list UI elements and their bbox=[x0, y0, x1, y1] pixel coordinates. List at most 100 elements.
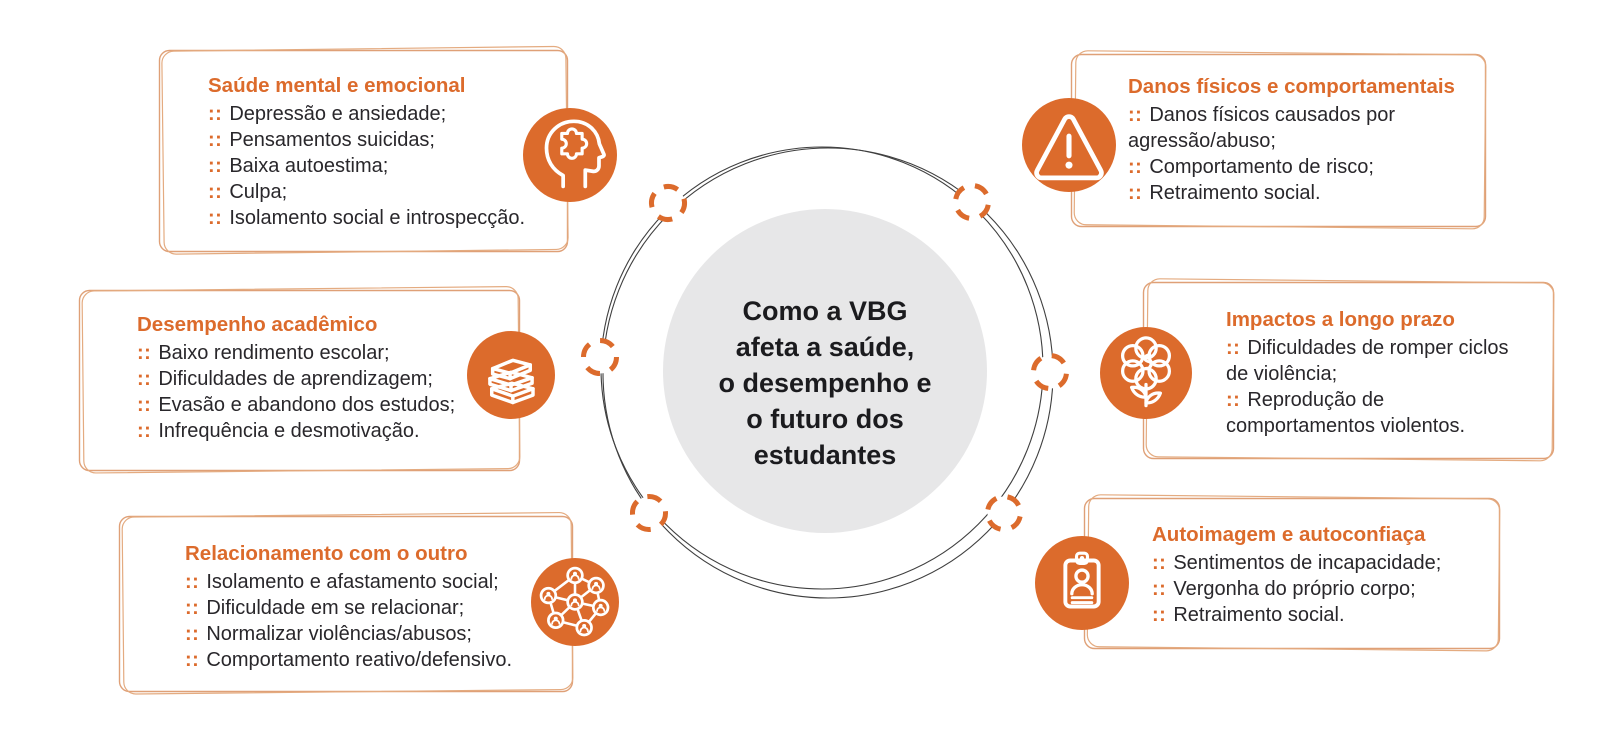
card-desempenho-academico: Desempenho acadêmico ::Baixo rendimento … bbox=[78, 286, 522, 474]
sketch-border bbox=[1142, 278, 1555, 462]
list-item-text: Infrequência e desmotivação. bbox=[158, 420, 420, 442]
center-title-line: estudantes bbox=[753, 440, 897, 470]
list-item-text: Retraimento social. bbox=[1149, 182, 1321, 204]
list-item: ::Infrequência e desmotivação. bbox=[137, 418, 514, 444]
card-title: Autoimagem e autoconfiaça bbox=[1152, 523, 1426, 546]
orbit-node-top-right bbox=[953, 183, 991, 221]
list-item-text: Normalizar violências/abusos; bbox=[206, 623, 472, 645]
list-item: ::Comportamento reativo/defensivo. bbox=[185, 647, 567, 673]
bullet: :: bbox=[185, 649, 200, 671]
list-item-text: Sentimentos de incapacidade; bbox=[1173, 552, 1442, 574]
list-item-text: Dificuldades de aprendizagem; bbox=[158, 368, 433, 390]
bullet: :: bbox=[185, 597, 200, 619]
bullet: :: bbox=[137, 420, 152, 442]
list-item-text: de violência; bbox=[1226, 363, 1338, 385]
list-item-text: Baixo rendimento escolar; bbox=[158, 342, 390, 364]
list-item-text: Culpa; bbox=[229, 181, 288, 203]
list-item: ::Vergonha do próprio corpo; bbox=[1152, 576, 1494, 602]
list-item-text: Depressão e ansiedade; bbox=[229, 103, 447, 125]
list-item-text: agressão/abuso; bbox=[1128, 130, 1276, 152]
list-item: ::Dificuldades de romper ciclos bbox=[1226, 335, 1548, 361]
list-item: ::Evasão e abandono dos estudos; bbox=[137, 392, 514, 418]
list-item-text: Baixa autoestima; bbox=[229, 155, 389, 177]
orbit-node-top-left bbox=[649, 184, 687, 222]
list-item: ::Dificuldades de aprendizagem; bbox=[137, 366, 514, 392]
center-title-line: Como a VBG bbox=[742, 296, 908, 326]
list-item: ::Comportamento de risco; bbox=[1128, 154, 1480, 180]
list-item: ::Retraimento social. bbox=[1152, 602, 1494, 628]
list-item-continuation: comportamentos violentos. bbox=[1226, 413, 1548, 439]
list-item-continuation: de violência; bbox=[1226, 361, 1548, 387]
list-item-text: Pensamentos suicidas; bbox=[229, 129, 435, 151]
list-item-text: Reprodução de bbox=[1247, 389, 1385, 411]
list-item-text: Danos físicos causados por bbox=[1149, 104, 1396, 126]
list-item: ::Depressão e ansiedade; bbox=[208, 101, 562, 127]
card-saude-mental: Saúde mental e emocional ::Depressão e a… bbox=[158, 45, 570, 255]
list-item: ::Reprodução de bbox=[1226, 387, 1548, 413]
bullet: :: bbox=[1128, 182, 1143, 204]
list-item-text: Vergonha do próprio corpo; bbox=[1173, 578, 1416, 600]
card-title: Impactos a longo prazo bbox=[1226, 308, 1455, 331]
bullet: :: bbox=[1152, 604, 1167, 626]
bullet: :: bbox=[185, 571, 200, 593]
center-title-line: afeta a saúde, bbox=[735, 332, 915, 362]
bullet: :: bbox=[137, 342, 152, 364]
list-item-text: Comportamento reativo/defensivo. bbox=[206, 649, 513, 671]
center-title-line: o desempenho e bbox=[718, 368, 932, 398]
list-item-continuation: agressão/abuso; bbox=[1128, 128, 1480, 154]
card-title: Saúde mental e emocional bbox=[208, 74, 466, 97]
card-autoimagem: Autoimagem e autoconfiaça ::Sentimentos … bbox=[1083, 494, 1502, 652]
bullet: :: bbox=[1226, 389, 1241, 411]
orbit-node-left bbox=[581, 338, 619, 376]
list-item-text: comportamentos violentos. bbox=[1226, 415, 1466, 437]
list-item-text: Evasão e abandono dos estudos; bbox=[158, 394, 456, 416]
id-badge-icon bbox=[1035, 536, 1129, 630]
orbit-node-right bbox=[1031, 353, 1069, 391]
bullet: :: bbox=[1128, 104, 1143, 126]
warning-triangle-icon bbox=[1022, 98, 1116, 192]
list-item: ::Culpa; bbox=[208, 179, 562, 205]
list-item: ::Isolamento social e introspecção. bbox=[208, 205, 562, 231]
people-network-icon bbox=[531, 558, 619, 646]
bullet: :: bbox=[208, 181, 223, 203]
bullet: :: bbox=[208, 207, 223, 229]
orbit-node-bottom-left bbox=[630, 494, 668, 532]
bullet: :: bbox=[137, 394, 152, 416]
list-item: ::Normalizar violências/abusos; bbox=[185, 621, 567, 647]
list-item-text: Isolamento social e introspecção. bbox=[229, 207, 526, 229]
bullet: :: bbox=[208, 129, 223, 151]
list-item-text: Comportamento de risco; bbox=[1149, 156, 1374, 178]
card-relacionamento: Relacionamento com o outro ::Isolamento … bbox=[118, 511, 575, 695]
bullet: :: bbox=[185, 623, 200, 645]
list-item: ::Pensamentos suicidas; bbox=[208, 127, 562, 153]
list-item-text: Dificuldades de romper ciclos bbox=[1247, 337, 1509, 359]
list-item-text: Dificuldade em se relacionar; bbox=[206, 597, 465, 619]
list-item-text: Isolamento e afastamento social; bbox=[206, 571, 499, 593]
list-item: ::Baixo rendimento escolar; bbox=[137, 340, 514, 366]
bullet: :: bbox=[1152, 552, 1167, 574]
list-item: ::Danos físicos causados por bbox=[1128, 102, 1480, 128]
center-title: Como a VBG afeta a saúde, o desempenho e… bbox=[665, 293, 985, 473]
bullet: :: bbox=[208, 155, 223, 177]
list-item: ::Baixa autoestima; bbox=[208, 153, 562, 179]
bullet: :: bbox=[1226, 337, 1241, 359]
list-item: ::Dificuldade em se relacionar; bbox=[185, 595, 567, 621]
bullet: :: bbox=[1152, 578, 1167, 600]
list-item: ::Isolamento e afastamento social; bbox=[185, 569, 567, 595]
center-title-line: o futuro dos bbox=[746, 404, 904, 434]
card-title: Relacionamento com o outro bbox=[185, 542, 468, 565]
flower-icon bbox=[1100, 327, 1192, 419]
sketch-border bbox=[158, 45, 569, 255]
card-impactos-longo-prazo: Impactos a longo prazo ::Dificuldades de… bbox=[1142, 278, 1556, 462]
bullet: :: bbox=[137, 368, 152, 390]
card-title: Desempenho acadêmico bbox=[137, 313, 378, 336]
books-icon bbox=[467, 331, 555, 419]
bullet: :: bbox=[208, 103, 223, 125]
list-item: ::Retraimento social. bbox=[1128, 180, 1480, 206]
card-danos-fisicos: Danos físicos e comportamentais ::Danos … bbox=[1070, 50, 1488, 230]
head-puzzle-icon bbox=[523, 108, 617, 202]
list-item: ::Sentimentos de incapacidade; bbox=[1152, 550, 1494, 576]
card-title: Danos físicos e comportamentais bbox=[1128, 75, 1455, 98]
